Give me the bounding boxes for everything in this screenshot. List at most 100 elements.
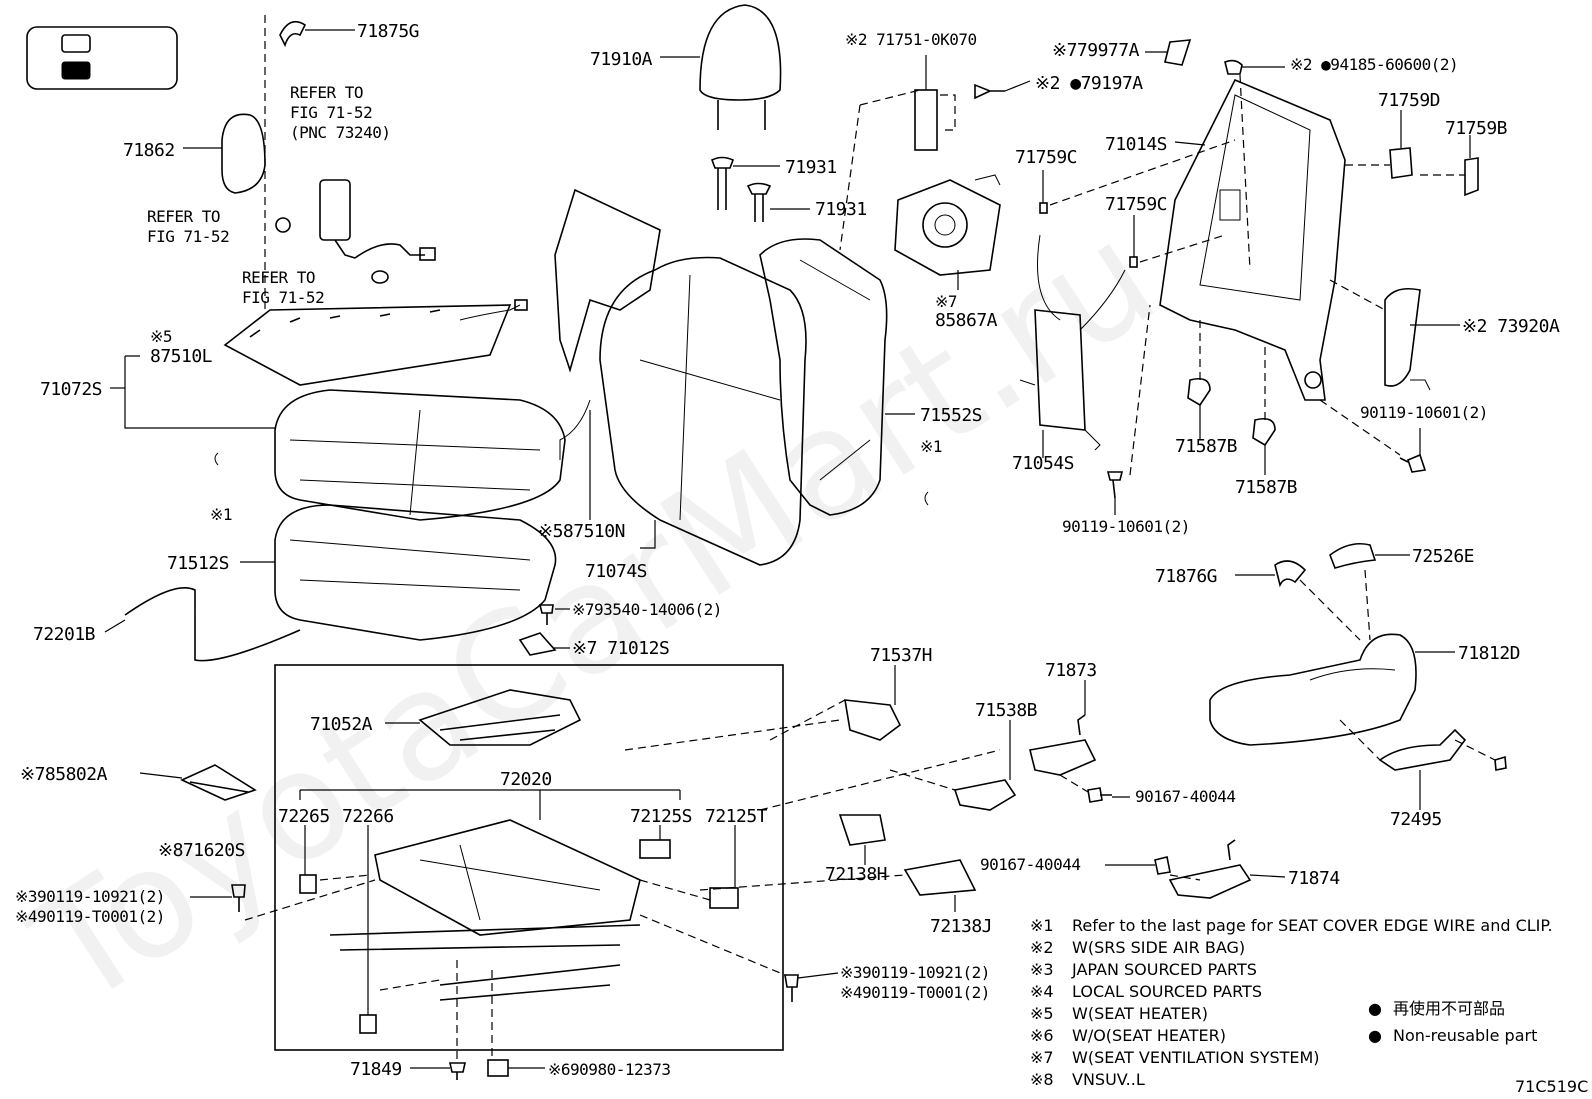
screw-icon xyxy=(1494,755,1507,771)
label-71587B-a: 71587B xyxy=(1175,436,1237,457)
bracket-71012S xyxy=(518,632,557,656)
open-square-icon xyxy=(61,34,91,53)
blower-85867A xyxy=(894,174,1001,276)
refer-1c: (PNC 73240) xyxy=(290,123,390,142)
note-text-7: W(SEAT VENTILATION SYSTEM) xyxy=(1072,1048,1320,1067)
note-mark-8: ※8 xyxy=(1030,1070,1054,1089)
label-72125S: 72125S xyxy=(630,806,692,827)
seatback-pad-71552S xyxy=(759,238,888,516)
label-71074S: 71074S xyxy=(585,561,647,582)
label-79197A: ※2 ●79197A xyxy=(1035,73,1143,94)
label-71052A: 71052A xyxy=(310,714,373,735)
refer-2a: REFER TO xyxy=(147,207,220,226)
label-73920A: ※2 73920A xyxy=(1462,316,1560,337)
notes-list: ※1 Refer to the last page for SEAT COVER… xyxy=(1030,916,1553,1089)
label-85867A: 85867A xyxy=(935,310,998,331)
label-90119-10601-a: 90119-10601(2) xyxy=(1062,517,1190,536)
cap-90980 xyxy=(487,1059,509,1077)
bracket-71874 xyxy=(1168,839,1252,899)
label-87510L: 87510L xyxy=(150,346,213,367)
label-note1-b: ※1 xyxy=(920,437,942,456)
bracket-71587B-b xyxy=(1252,417,1276,447)
label-71512S: 71512S xyxy=(167,553,229,574)
note-mark-1: ※1 xyxy=(1030,916,1054,935)
note-text-5: W(SEAT HEATER) xyxy=(1072,1004,1208,1023)
label-71054S: 71054S xyxy=(1012,453,1074,474)
label-71759D: 71759D xyxy=(1378,90,1440,111)
label-71759B: 71759B xyxy=(1445,118,1507,139)
clip-71876G xyxy=(1274,560,1307,588)
cover-71862 xyxy=(221,113,266,194)
side-airbag-73920A xyxy=(1384,287,1421,387)
bracket-71537H xyxy=(844,699,902,741)
label-71620S: ※871620S xyxy=(158,840,245,861)
label-72138J: 72138J xyxy=(930,916,992,937)
screw-93540 xyxy=(538,604,554,625)
label-93540: ※793540-14006(2) xyxy=(572,600,722,619)
label-72526E: 72526E xyxy=(1412,546,1474,567)
label-90119-10921-b: ※390119-10921(2) xyxy=(840,963,990,982)
label-79977A: ※779977A xyxy=(1052,40,1140,61)
label-71587B-b: 71587B xyxy=(1235,477,1297,498)
headrest-guide-71931 xyxy=(710,156,772,222)
label-71849: 71849 xyxy=(350,1059,402,1080)
label-71012S: ※7 71012S xyxy=(572,638,669,659)
label-71552S: 71552S xyxy=(920,405,982,426)
label-71862: 71862 xyxy=(123,140,175,161)
label-85802A: ※785802A xyxy=(20,764,108,785)
refer-3a: REFER TO xyxy=(242,268,315,287)
label-85867A-mark: ※7 xyxy=(935,292,957,311)
seatback-cover-71074S xyxy=(599,256,807,566)
legend-text-2: Non-reusable part xyxy=(1393,1026,1537,1045)
label-71931-b: 71931 xyxy=(815,199,867,220)
label-72495: 72495 xyxy=(1390,809,1442,830)
legend-symbol-1: ● xyxy=(1368,999,1382,1018)
note-text-3: JAPAN SOURCED PARTS xyxy=(1071,960,1257,979)
note-text-1: Refer to the last page for SEAT COVER ED… xyxy=(1072,916,1553,935)
symbol-legend: ● 再使用不可部品 ● Non-reusable part xyxy=(1368,999,1537,1045)
refer-1b: FIG 71-52 xyxy=(290,103,372,122)
label-71874: 71874 xyxy=(1288,868,1340,889)
bracket-72125S xyxy=(639,839,671,859)
bracket-72125T xyxy=(709,887,739,909)
label-71875G: 71875G xyxy=(357,21,419,42)
label-87510L-mark: ※5 xyxy=(150,327,172,346)
label-72266: 72266 xyxy=(342,806,394,827)
refer-2b: FIG 71-52 xyxy=(147,227,229,246)
refer-1a: REFER TO xyxy=(290,83,363,102)
cushion-pad-71512S xyxy=(274,504,557,641)
bolt-90119-10921-b xyxy=(784,974,799,1002)
label-71876G: 71876G xyxy=(1155,566,1217,587)
label-71537H: 71537H xyxy=(870,645,932,666)
filled-square-icon xyxy=(61,61,91,80)
label-72020: 72020 xyxy=(500,769,552,790)
label-71014S: 71014S xyxy=(1105,134,1167,155)
label-71759C-a: 71759C xyxy=(1015,147,1077,168)
label-90119-T0001-a: ※490119-T0001(2) xyxy=(15,907,165,926)
bolt-90119-10601-a xyxy=(1106,471,1124,499)
seat-frame-group-box xyxy=(274,664,784,1051)
clip-71759C-a xyxy=(1039,202,1048,214)
label-90980: ※690980-12373 xyxy=(548,1060,671,1079)
bolt-90167-40044-a xyxy=(1087,787,1112,803)
figure-code: 71C519C xyxy=(1515,1077,1588,1096)
clip-71875G xyxy=(279,20,307,48)
label-90167-40044-b: 90167-40044 xyxy=(980,855,1080,874)
note-mark-2: ※2 xyxy=(1030,938,1054,957)
label-72201B: 72201B xyxy=(33,624,95,645)
legend-symbol-2: ● xyxy=(1368,1026,1382,1045)
label-note1-a: ※1 xyxy=(210,505,232,524)
bolt-90119-10601-b xyxy=(1399,453,1427,473)
note-mark-5: ※5 xyxy=(1030,1004,1054,1023)
note-mark-3: ※3 xyxy=(1030,960,1054,979)
headrest-71910A xyxy=(699,4,782,130)
label-90119-10921-a: ※390119-10921(2) xyxy=(15,887,165,906)
label-72265: 72265 xyxy=(278,806,330,827)
label-71931-a: 71931 xyxy=(785,157,837,178)
note-mark-4: ※4 xyxy=(1030,982,1054,1001)
clip-71759D xyxy=(1389,147,1413,179)
bracket-71538B xyxy=(953,779,1017,811)
cover-72526E xyxy=(1329,542,1377,569)
lumbar-support-71054S xyxy=(1019,234,1126,451)
